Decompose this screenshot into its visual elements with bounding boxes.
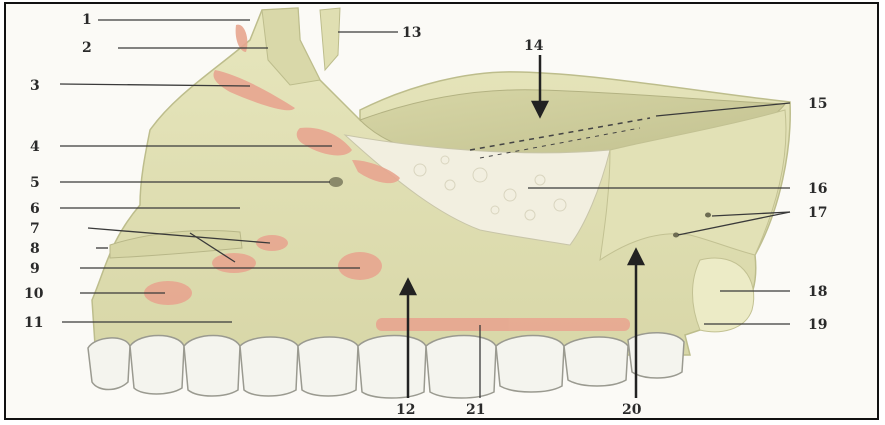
teeth-row (88, 333, 684, 398)
label-7: 7 (30, 221, 40, 237)
label-2: 2 (82, 40, 92, 56)
label-4: 4 (30, 139, 40, 155)
label-14: 14 (524, 38, 544, 54)
label-12: 12 (396, 402, 415, 418)
label-9: 9 (30, 261, 40, 277)
label-15: 15 (808, 96, 827, 112)
label-21: 21 (466, 402, 485, 418)
label-18: 18 (808, 284, 827, 300)
label-3: 3 (30, 78, 40, 94)
label-11: 11 (24, 315, 43, 331)
label-10: 10 (24, 286, 44, 302)
label-5: 5 (30, 175, 40, 191)
label-17: 17 (808, 205, 827, 221)
label-19: 19 (808, 317, 827, 333)
process-13 (320, 8, 340, 70)
label-13: 13 (402, 25, 421, 41)
label-1: 1 (82, 12, 92, 28)
foramen-5 (329, 177, 343, 187)
label-6: 6 (30, 201, 40, 217)
label-8: 8 (30, 241, 40, 257)
label-20: 20 (622, 402, 642, 418)
foramen-17a (705, 213, 711, 218)
label-16: 16 (808, 181, 827, 197)
